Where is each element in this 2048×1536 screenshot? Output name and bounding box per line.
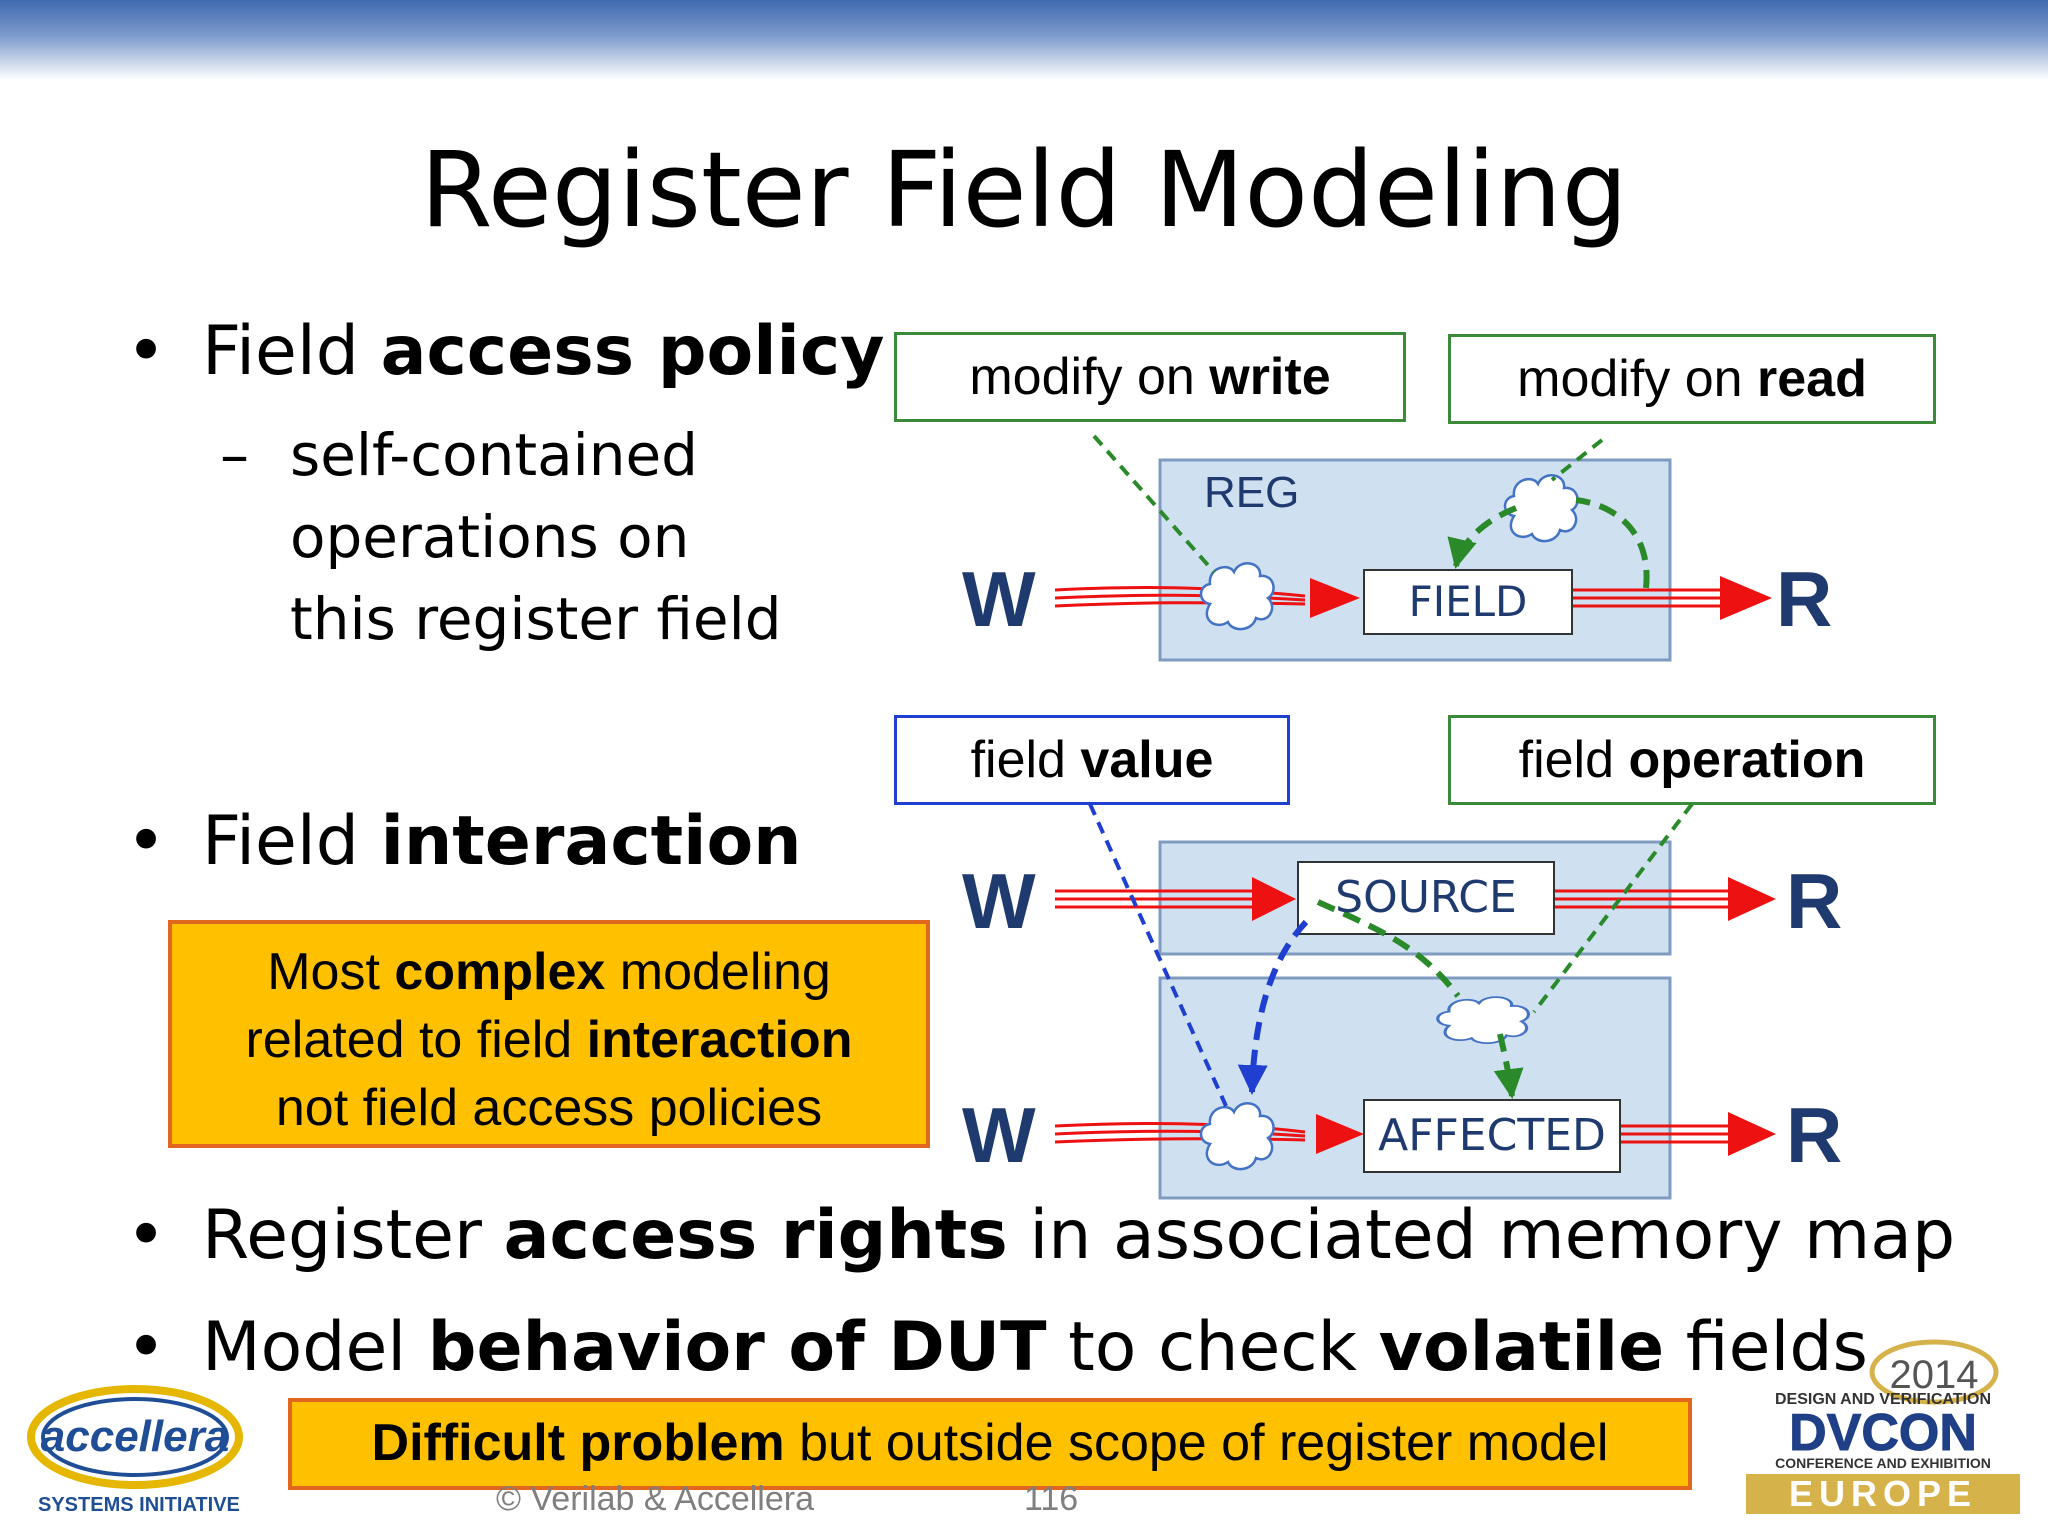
bullet-access-policy: • Field access policy: [126, 312, 885, 391]
dvcon-logo: 2014 DESIGN AND VERIFICATION DVCON CONFE…: [1746, 1339, 2020, 1514]
arrowhead-read-source: [1728, 877, 1776, 921]
accellera-wordmark: accellera: [41, 1412, 229, 1461]
bullet-dot: •: [126, 1308, 167, 1387]
bullet-field-interaction: • Field interaction: [126, 802, 802, 881]
footer-copyright: © Verilab & Accellera: [496, 1480, 814, 1518]
page-number: 116: [1024, 1480, 1079, 1518]
arrowhead-read-affected: [1728, 1112, 1776, 1156]
dvcon-year: 2014: [1890, 1353, 1979, 1397]
dashed-link-field-value: [1088, 803, 1228, 1107]
dashed-arrow-operation-to-affected: [1493, 1033, 1524, 1099]
read-path-arrow-source: [1554, 889, 1728, 909]
arrowhead-write-source: [1252, 877, 1296, 921]
label-modify-on-write: modify on write: [894, 332, 1406, 422]
label-field-value: field value: [894, 715, 1290, 805]
dashed-arrow-source-to-affected-blue: [1237, 919, 1309, 1095]
dvcon-line1: DESIGN AND VERIFICATION: [1775, 1391, 1991, 1408]
callout-complex-modeling: Most complex modeling related to field i…: [168, 920, 930, 1148]
field-box: [1363, 569, 1573, 635]
write-port-affected: W: [962, 1091, 1036, 1179]
arrowhead-read-d1: [1720, 576, 1772, 620]
reg-label: REG: [1204, 468, 1300, 517]
dvcon-line2: CONFERENCE AND EXHIBITION: [1775, 1455, 1991, 1471]
accellera-subtitle: SYSTEMS INITIATIVE: [38, 1494, 240, 1516]
dashed-curve-source-to-operation: [1316, 899, 1461, 998]
write-path-arrow-source: [1055, 889, 1252, 909]
affected-box: [1363, 1099, 1621, 1173]
read-port-source: R: [1786, 857, 1843, 945]
dvcon-name: DVCON: [1789, 1404, 1977, 1462]
dashed-link-modify-read: [1550, 438, 1604, 482]
affected-label: AFFECTED: [1378, 1110, 1606, 1161]
dvcon-region: EUROPE: [1789, 1473, 1977, 1514]
label-modify-on-read: modify on read: [1448, 334, 1936, 424]
subbullet-self-contained: – self-contained operations on this regi…: [220, 414, 782, 660]
dashed-loop-read-to-field: [1575, 497, 1650, 589]
accellera-logo: accellera: [27, 1385, 243, 1489]
read-port-affected: R: [1786, 1091, 1843, 1179]
dashed-link-field-operation: [1532, 802, 1694, 1014]
bullet-dot: •: [126, 802, 167, 881]
slide-title: Register Field Modeling: [420, 129, 1628, 251]
read-port-d1: R: [1776, 555, 1833, 643]
write-port-source: W: [962, 857, 1036, 945]
arrowhead-write-affected: [1316, 1114, 1364, 1154]
read-path-arrow-affected: [1620, 1124, 1728, 1144]
bullet-dot: •: [126, 1196, 167, 1275]
callout-difficult-problem: Difficult problem but outside scope of r…: [288, 1398, 1692, 1490]
label-field-operation: field operation: [1448, 715, 1936, 805]
top-gradient-bar: [0, 0, 2048, 80]
source-label: SOURCE: [1335, 872, 1517, 923]
write-port-d1: W: [962, 555, 1036, 643]
sub-dash: –: [220, 421, 249, 489]
bullet-dut-behavior: • Model behavior of DUT to check volatil…: [126, 1308, 1868, 1387]
dashed-arrow-cloud-to-field: [1447, 505, 1518, 569]
bullet-access-rights: • Register access rights in associated m…: [126, 1196, 1956, 1275]
source-box: [1297, 861, 1555, 935]
arrowhead-write-d1: [1310, 578, 1360, 618]
read-path-arrow-d1: [1572, 588, 1720, 608]
bullet-dot: •: [126, 312, 167, 391]
field-label: FIELD: [1408, 577, 1528, 626]
dashed-link-modify-write: [1092, 434, 1216, 574]
